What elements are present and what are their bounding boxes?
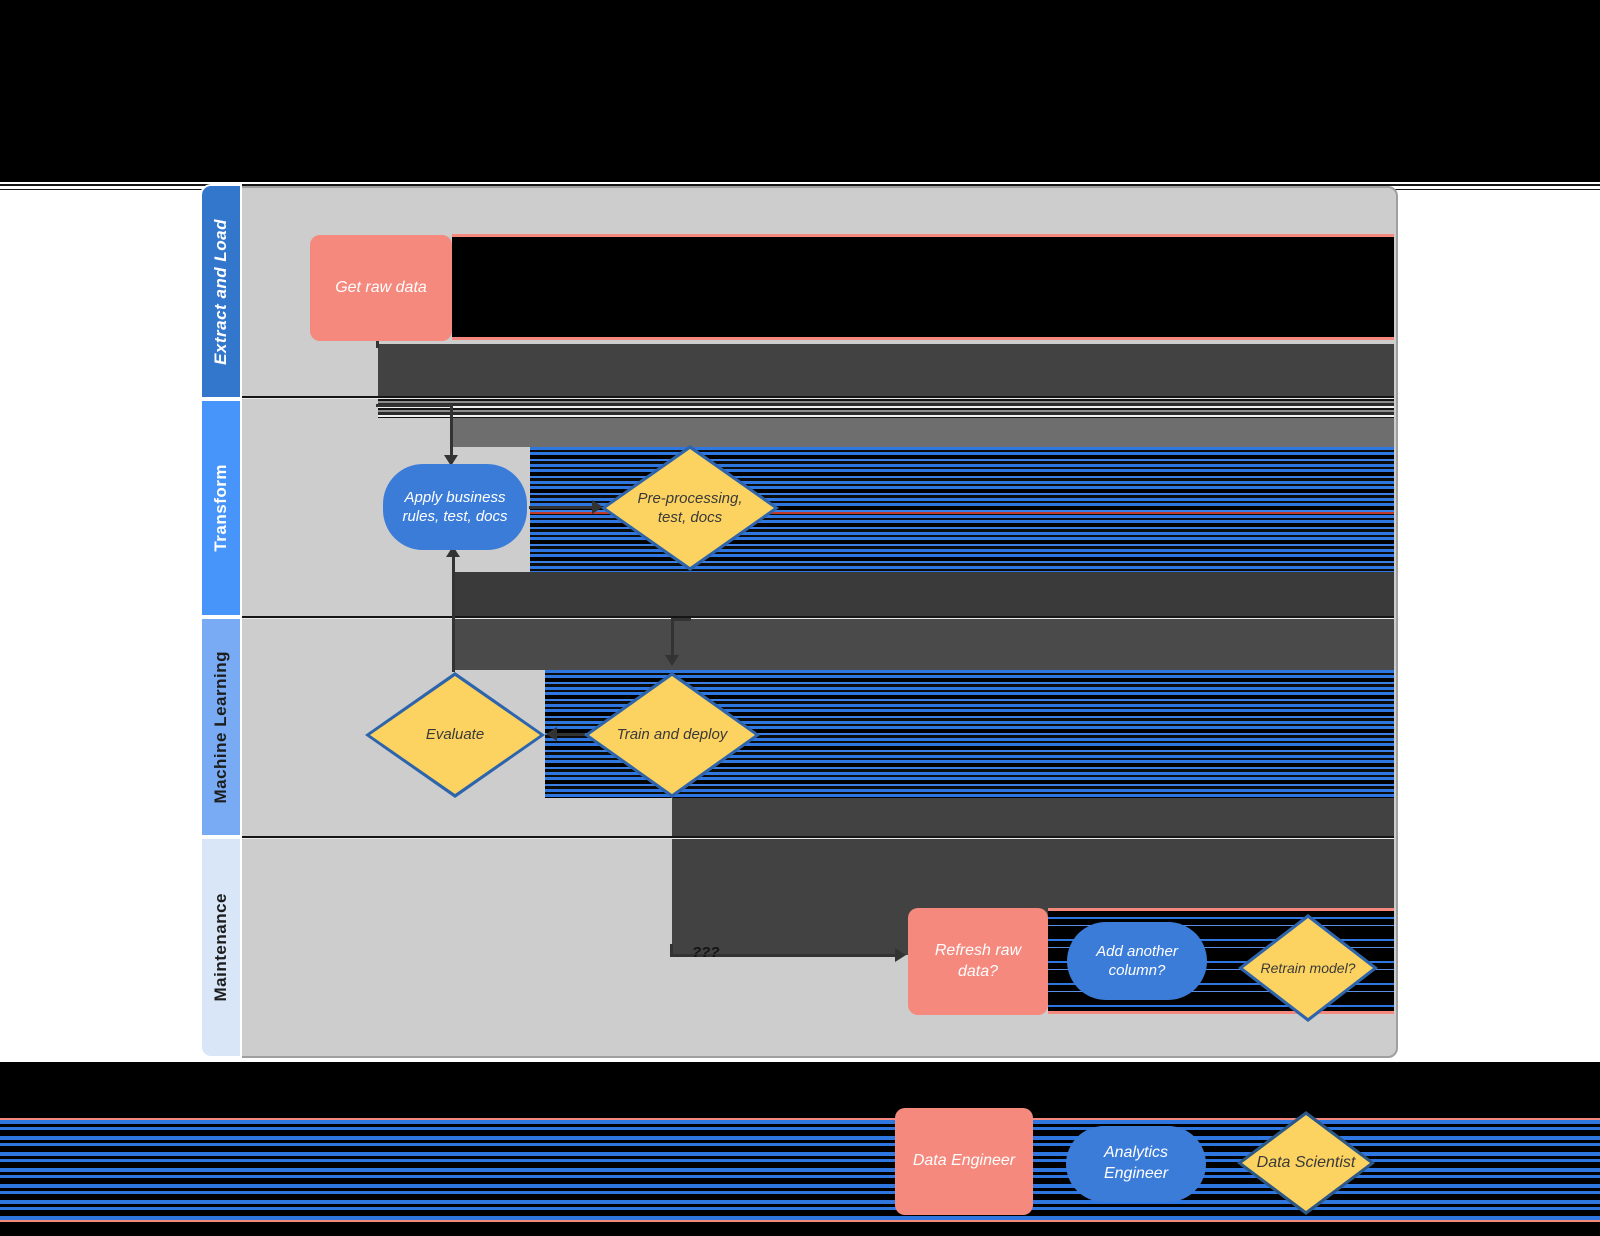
glitch-block-lane3-top [455,618,1394,670]
arrowhead-refresh-icon [895,948,906,962]
node-get-raw-data: Get raw data [310,235,452,341]
node-evaluate-label: Evaluate [425,726,485,744]
lane-band-maintenance: Maintenance [202,839,240,1056]
node-refresh-raw-data: Refresh raw data? [908,908,1048,1015]
connector-maint-corner [670,944,673,956]
redacted-block-lane1 [452,234,1394,340]
glitch-stripes-gray [378,397,1394,418]
glitch-block-lane2-bottom [453,572,1394,618]
node-retrain-model-label: Retrain model? [1260,959,1356,976]
connector-preproc-stub [671,618,691,621]
node-train-and-deploy-label: Train and deploy [616,726,728,744]
lane-label-maintenance: Maintenance [211,893,230,1002]
node-add-another-column: Add another column? [1067,922,1207,1000]
lane-band-machine-learning: Machine Learning [202,619,240,835]
connector-question-label: ??? [692,944,720,961]
lane-separator-1 [240,396,1394,399]
glitch-block-lane2-top [453,418,1394,447]
connector-apply-to-preproc [529,506,593,509]
lane-separator-3 [240,836,1394,839]
connector-train-to-evaluate [557,733,585,736]
arrowhead-applyrules-up-icon [446,546,460,557]
lane-separator-2 [240,616,1394,619]
node-get-raw-data-label: Get raw data [335,278,427,296]
connector-into-train [671,618,674,656]
node-apply-business-rules-label: Apply business rules, test, docs [402,488,508,526]
node-refresh-raw-data-label: Refresh raw data? [934,941,1022,980]
arrowhead-train-icon [665,655,679,666]
lane-label-extract-and-load: Extract and Load [211,218,230,365]
legend-data-engineer-label: Data Engineer [912,1152,1016,1170]
connector-getdata-down [376,338,379,348]
connector-getdata-elbow [376,404,452,407]
glitch-block-lane1-bottom [378,344,1394,397]
connector-evaluate-to-apply [452,556,455,672]
legend-data-engineer: Data Engineer [895,1108,1033,1215]
arrowhead-evaluate-icon [546,727,557,741]
lane-band-extract-and-load: Extract and Load [202,186,240,397]
legend-analytics-engineer: Analytics Engineer [1066,1126,1206,1202]
legend-data-scientist-label: Data Scientist [1256,1153,1356,1171]
legend-analytics-engineer-label: Analytics Engineer [1103,1144,1169,1182]
node-add-another-column-label: Add another column? [1096,942,1178,980]
lane-label-transform: Transform [211,464,230,552]
arrowhead-preproc-icon [592,500,603,514]
connector-into-applyrules [450,404,453,456]
arrowhead-applyrules-icon [444,455,458,466]
top-black-band [0,0,1600,182]
lane-band-transform: Transform [202,401,240,615]
hairline-top-1 [0,184,1600,186]
node-pre-processing-label: Pre-processing, test, docs [637,489,743,527]
lane-label-machine-learning: Machine Learning [211,650,230,804]
node-apply-business-rules: Apply business rules, test, docs [383,464,527,550]
glitch-redline [530,512,1394,514]
connector-to-refresh [670,954,898,957]
